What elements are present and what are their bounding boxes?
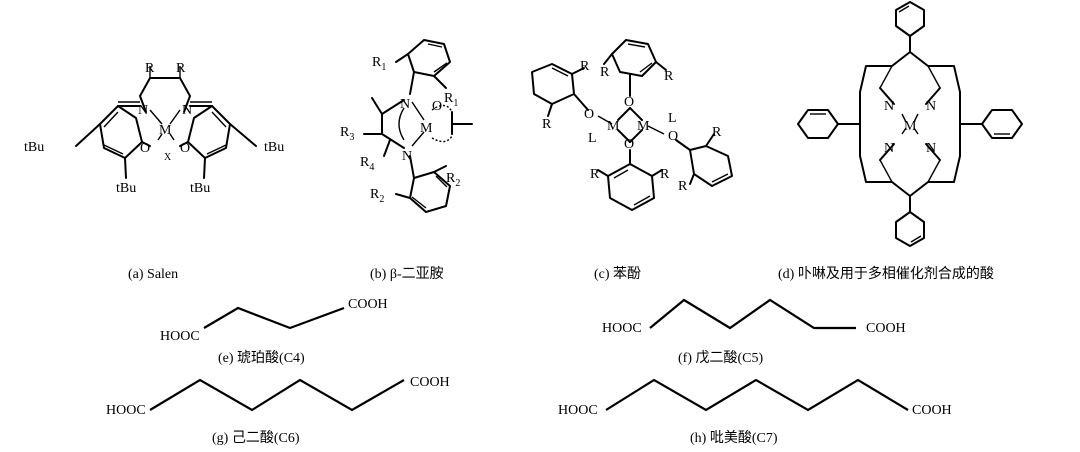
salen-x: X (164, 152, 172, 163)
phenol-r-top-left: R (600, 65, 610, 80)
succinic-hooc: HOOC (160, 329, 200, 344)
glutaric-hooc: HOOC (602, 321, 642, 336)
caption-f: (f) 戊二酸(C5) (678, 350, 763, 366)
phenol-o-bottom: O (624, 137, 634, 152)
phenol-structure: R R O R O R M M L L O O R R R R (531, 39, 733, 211)
phenol-o-right: O (668, 129, 678, 144)
phenol-r-right-upper: R (712, 125, 722, 140)
adipic-hooc: HOOC (106, 403, 146, 418)
caption-e: (e) 琥珀酸(C4) (218, 350, 305, 366)
diimine-o: O (432, 99, 442, 114)
salen-r-right: R (176, 61, 186, 76)
phenol-l-right: L (668, 111, 677, 126)
caption-b: (b) β-二亚胺 (370, 266, 444, 282)
salen-metal: M (159, 123, 172, 138)
glutaric-cooh: COOH (866, 321, 906, 336)
diimine-n-top: N (400, 97, 410, 112)
beta-diimine-structure: R1 R1 N M O R3 R4 N R2 R2 (340, 39, 473, 213)
phenol-r-bottom-left: R (590, 167, 600, 182)
salen-tbu-right: tBu (264, 140, 284, 155)
glutaric-acid-structure: HOOC COOH (f) 戊二酸(C5) (602, 298, 906, 366)
salen-tbu-bottom-left: tBu (116, 181, 136, 196)
pimelic-acid-structure: HOOC COOH (h) 吡美酸(C7) (558, 378, 952, 446)
caption-d: (d) 卟啉及用于多相催化剂合成的酸 (778, 265, 994, 282)
pimelic-cooh: COOH (912, 403, 952, 418)
salen-n-right: N (182, 103, 192, 118)
diimine-r1-right: R1 (444, 91, 458, 109)
salen-tbu-left: tBu (24, 140, 44, 155)
caption-h: (h) 吡美酸(C7) (690, 430, 778, 446)
adipic-cooh: COOH (410, 375, 450, 390)
phenol-r-left-lower: R (542, 117, 552, 132)
phenol-r-left-upper: R (580, 59, 590, 74)
pimelic-hooc: HOOC (558, 403, 598, 418)
phenol-r-bottom-right: R (660, 167, 670, 182)
salen-structure: R R N N M O O X tBu tBu tBu tBu (24, 61, 284, 196)
phenol-l-left: L (588, 131, 597, 146)
diimine-r3: R3 (340, 125, 354, 143)
salen-o-left: O (140, 141, 150, 156)
salen-o-right: O (180, 141, 190, 156)
phenol-o-left: O (584, 107, 594, 122)
porphyrin-n-bl: N (884, 141, 894, 156)
phenol-r-top-right: R (664, 69, 674, 84)
salen-r-left: R (145, 61, 155, 76)
phenol-metal-left: M (607, 119, 620, 134)
succinic-acid-structure: HOOC COOH (e) 琥珀酸(C4) (160, 297, 388, 366)
porphyrin-metal: M (904, 119, 917, 134)
diimine-r2-left: R2 (370, 187, 384, 205)
diimine-r1-top: R1 (372, 55, 386, 73)
phenol-metal-right: M (637, 119, 650, 134)
diimine-n-bottom: N (402, 149, 412, 164)
diimine-r4: R4 (360, 155, 374, 173)
salen-tbu-bottom-right: tBu (190, 181, 210, 196)
porphyrin-n-tr: N (926, 99, 936, 114)
caption-g: (g) 己二酸(C6) (212, 430, 300, 446)
succinic-cooh: COOH (348, 297, 388, 312)
diimine-metal: M (420, 121, 433, 136)
diimine-r2-right: R2 (446, 171, 460, 189)
adipic-acid-structure: HOOC COOH (g) 己二酸(C6) (106, 375, 450, 446)
salen-n-left: N (138, 103, 148, 118)
caption-c: (c) 苯酚 (594, 265, 641, 282)
porphyrin-n-tl: N (884, 99, 894, 114)
phenol-o-top: O (624, 95, 634, 110)
phenol-r-right-lower: R (678, 179, 688, 194)
porphyrin-n-br: N (926, 141, 936, 156)
porphyrin-structure: N N M N N (797, 1, 1023, 247)
caption-a: (a) Salen (128, 267, 178, 282)
